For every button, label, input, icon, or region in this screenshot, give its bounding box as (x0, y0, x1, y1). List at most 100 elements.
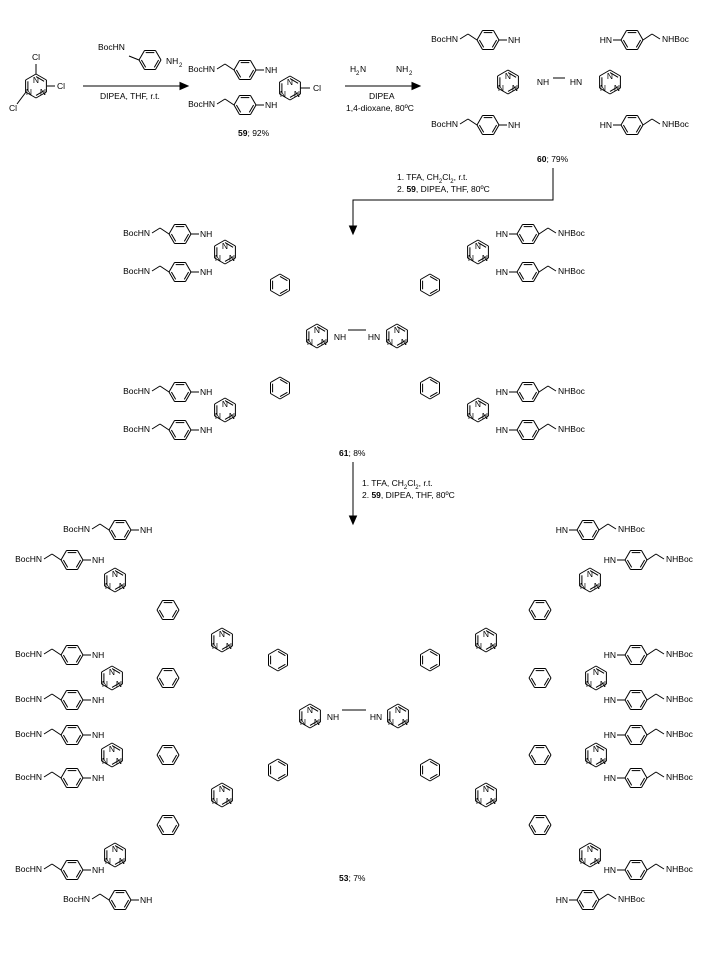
ch2-bond (159, 423, 170, 431)
benzene-ring-double (639, 734, 646, 743)
benzene-ring (77, 559, 84, 570)
triazine-ring-double (316, 340, 326, 346)
nhboc-label: NHBoc (666, 864, 694, 874)
step1-conditions: BocHN NH 2 DIPEA, THF, r.t. (98, 42, 183, 101)
benzene-ring (641, 777, 648, 788)
triazine-n: N (490, 641, 496, 651)
triazine-ring (104, 567, 116, 575)
benzene-ring-double (277, 760, 286, 767)
benzene-ring (77, 654, 84, 665)
triazine-ring (467, 415, 479, 423)
benzene-ring (156, 668, 163, 679)
triazine-ring-double (221, 644, 231, 650)
benzene-ring-double (626, 654, 633, 663)
benzene-ring (545, 745, 552, 756)
triazine-ring-double (114, 845, 124, 851)
bond (128, 55, 140, 61)
benzene-ring (493, 124, 500, 135)
triazine-ring-double (114, 570, 124, 576)
triazine-ring (386, 341, 398, 349)
benzene-ring (168, 233, 175, 244)
ch2-bond (43, 863, 53, 870)
ch2-bond (651, 118, 661, 125)
benzene-ring (77, 860, 84, 871)
benzene-ring-double (530, 677, 537, 686)
ch2-bond (467, 33, 478, 41)
benzene-ring (60, 559, 67, 570)
nh-label: HN (496, 267, 508, 277)
benzene-ring (60, 860, 67, 871)
ch2-bond (51, 728, 62, 736)
benzene-ring-double (530, 609, 537, 618)
benzene-ring (493, 115, 500, 126)
triazine-ring-double (224, 414, 234, 420)
benzene-ring (420, 665, 431, 672)
benzene-ring-double (277, 663, 286, 670)
benzene-ring (493, 39, 500, 50)
triazine-ring (579, 585, 591, 593)
triazine-ring-double (221, 799, 231, 805)
benzene-ring (420, 273, 431, 280)
benzene-ring (533, 233, 540, 244)
triazine-n: N (586, 679, 592, 689)
triazine-ring (475, 627, 487, 635)
triazine-ring (485, 627, 497, 635)
triazine-ring-double (316, 326, 326, 332)
benzene-ring (268, 775, 279, 782)
triazine-ring (221, 645, 233, 653)
triazine-ring (214, 397, 226, 405)
ch2-bond (159, 265, 170, 273)
benzene-ring (168, 382, 175, 393)
triazine-ring (475, 782, 487, 790)
benzene-ring (620, 30, 627, 41)
triazine-ring (609, 69, 621, 77)
benzene-ring-double (429, 773, 438, 780)
ch2-bond (655, 863, 665, 870)
triazine-n: N (490, 796, 496, 806)
cl-label: Cl (313, 83, 321, 93)
triazine-n: N (600, 83, 606, 93)
benzene-ring (156, 824, 163, 835)
triazine-n: N (483, 784, 489, 794)
benzene-ring-double (183, 233, 190, 242)
triazine-ring-double (589, 570, 599, 576)
triazine-ring-double (111, 682, 121, 688)
bochn-label: BocHN (63, 894, 90, 904)
benzene-ring (476, 30, 483, 41)
triazine-n: N (476, 796, 482, 806)
triazine-ring (25, 73, 37, 81)
benzene-ring-double (170, 391, 177, 400)
triazine-n: N (307, 337, 313, 347)
nhboc-label: NHBoc (662, 34, 690, 44)
benzene-ring (77, 734, 84, 745)
ch2-bond (43, 771, 53, 778)
ch2-bond (547, 423, 557, 430)
triazine-n: N (482, 253, 488, 263)
benzene-ring-double (158, 677, 165, 686)
triazine-n: N (226, 796, 232, 806)
benzene-ring (60, 654, 67, 665)
benzene-ring (624, 768, 631, 779)
triazine-ring (396, 323, 408, 331)
triazine-n: N (482, 411, 488, 421)
triazine-n: N (498, 83, 504, 93)
benzene-ring (493, 30, 500, 41)
benzene-ring-double (635, 124, 642, 133)
triazine-ring (585, 760, 597, 768)
arrow-step4-head (348, 515, 358, 526)
benzene-ring (637, 39, 644, 50)
benzene-ring (250, 95, 257, 106)
benzene-ring (641, 869, 648, 880)
compound-53-caption: 53; 7% (339, 873, 366, 883)
triazine-ring-double (221, 630, 231, 636)
benzene-ring-double (123, 899, 130, 908)
triazine-ring-double (589, 584, 599, 590)
nh-label: NH (508, 35, 520, 45)
triazine-ring (477, 397, 489, 405)
cl-label: Cl (9, 103, 17, 113)
compound-59-caption: 59; 92% (238, 128, 270, 138)
benzene-ring (620, 39, 627, 50)
benzene-ring (624, 690, 631, 701)
benzene-ring (60, 869, 67, 880)
triazine-ring (104, 860, 116, 868)
